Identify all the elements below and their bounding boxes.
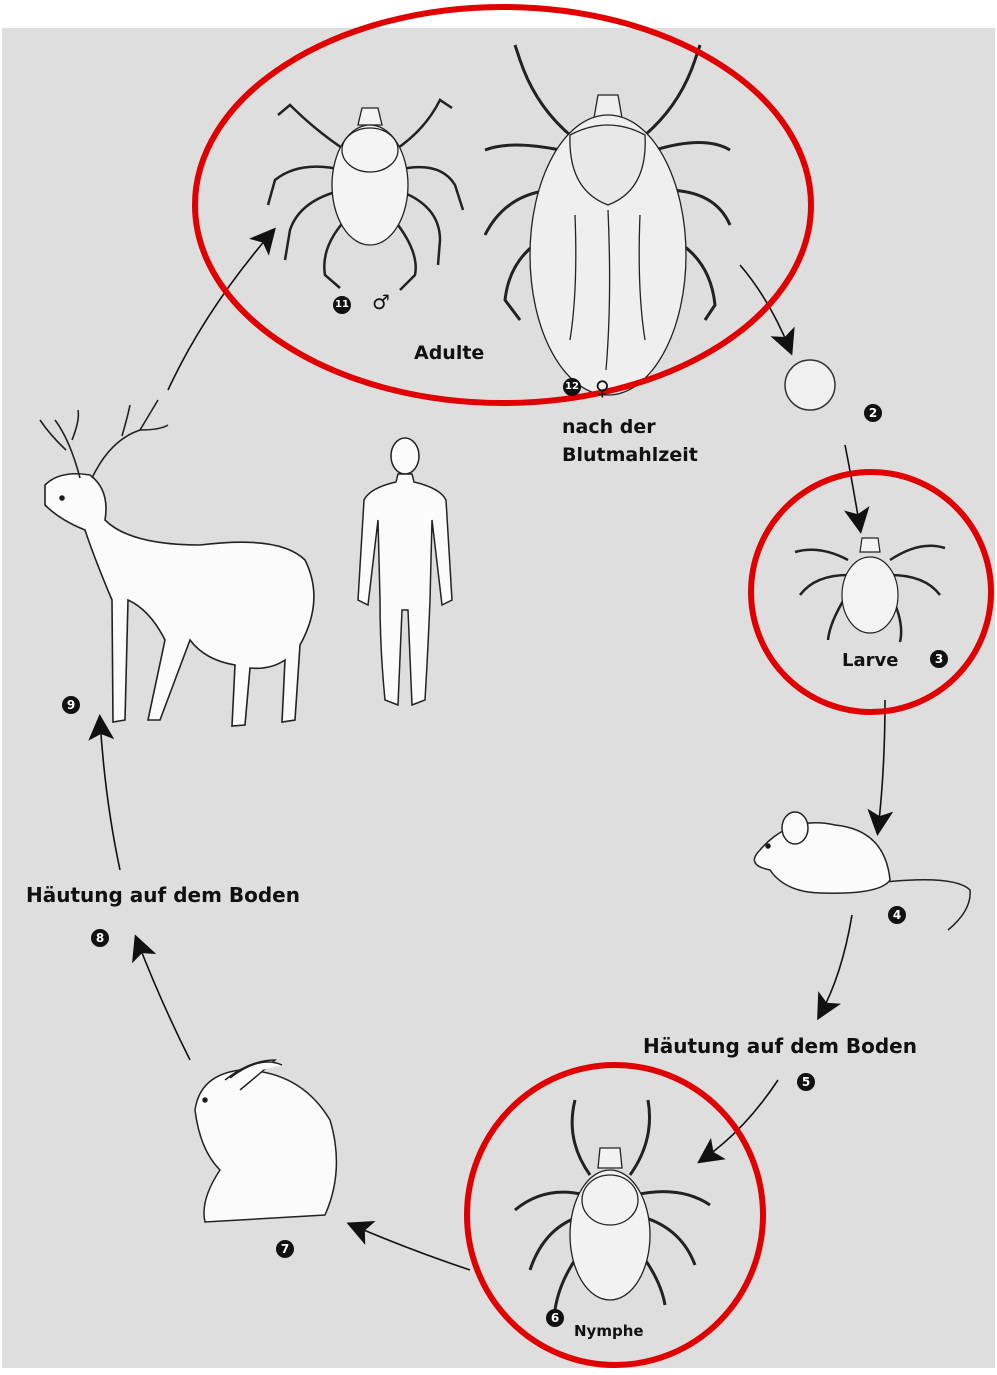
male-tick-drawing [268,100,463,290]
blood-meal-label-line1: nach der [562,416,656,438]
arrow-deer-to-adult [168,232,272,390]
arrow-molt-to-nymph [702,1080,778,1160]
molt-label-left: Häutung auf dem Boden [26,883,300,907]
hare-drawing [195,1060,336,1222]
arrow-egg-to-larva [845,445,860,528]
marker-2: 2 [864,404,882,422]
egg-drawing [785,360,835,410]
arrow-hare-to-molt [137,940,190,1060]
marker-9: 9 [62,696,80,714]
marker-3: 3 [930,650,948,668]
mouse-drawing [754,812,970,930]
nymph-label: Nymphe [574,1322,644,1340]
molt-label-right: Häutung auf dem Boden [643,1034,917,1058]
female-tick-drawing [485,45,730,395]
arrow-molt-to-deer [100,720,120,870]
marker-6: 6 [546,1309,564,1327]
marker-8: 8 [91,929,109,947]
adult-label: Adulte [414,342,484,364]
arrow-larva-to-mouse [878,700,885,830]
human-drawing [358,438,452,705]
larva-drawing [795,538,945,642]
deer-drawing [40,400,314,726]
nymph-drawing [515,1100,710,1310]
male-symbol: ♂ [372,290,390,314]
arrow-nymph-to-hare [352,1225,470,1270]
marker-7: 7 [276,1240,294,1258]
arrow-mouse-to-molt [820,915,852,1015]
highlight-adult-stage [195,7,811,403]
marker-12: 12 [563,378,581,396]
marker-11: 11 [333,296,351,314]
blood-meal-label-line2: Blutmahlzeit [562,444,698,466]
marker-5: 5 [797,1073,815,1091]
female-symbol: ♀ [595,376,610,400]
larva-label: Larve [842,650,898,671]
marker-4: 4 [888,906,906,924]
